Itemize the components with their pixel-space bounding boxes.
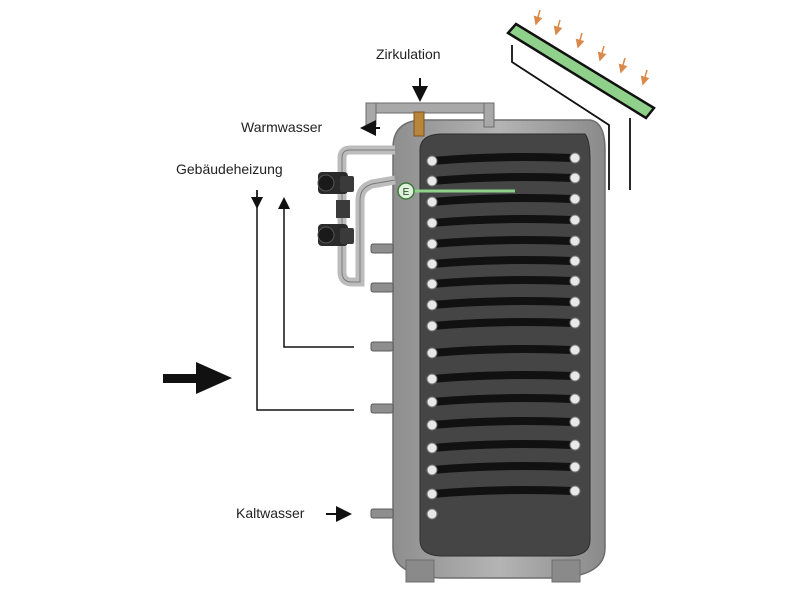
heat-exchanger-coils xyxy=(426,152,581,520)
coil-end-right xyxy=(569,275,581,287)
top-pipework xyxy=(365,102,495,137)
label-kaltwasser: Kaltwasser xyxy=(236,505,305,521)
sun-rays xyxy=(533,9,650,86)
coil-end-left xyxy=(426,464,438,476)
coil-winding xyxy=(432,194,572,206)
coil-end-left xyxy=(426,278,438,290)
solar-collector-icon xyxy=(506,22,656,190)
coil-winding xyxy=(432,462,572,474)
coil-winding xyxy=(432,256,572,268)
coil-end-right xyxy=(569,152,581,164)
tank-connections xyxy=(370,243,394,519)
coil-end-right xyxy=(569,214,581,226)
coil-end-left xyxy=(426,258,438,270)
coil-winding xyxy=(432,236,572,248)
heating-flow-line xyxy=(256,190,354,411)
coil-end-left xyxy=(426,347,438,359)
label-gebaeudeheizung: Gebäudeheizung xyxy=(176,161,283,177)
coil-end-left xyxy=(426,175,438,187)
pump-valve-icon xyxy=(317,172,354,194)
sun-ray-arrow-icon xyxy=(533,9,543,26)
coil-winding xyxy=(432,215,572,227)
sun-ray-arrow-icon xyxy=(618,57,628,74)
coil-end-right xyxy=(569,439,581,451)
coil-end-right xyxy=(569,370,581,382)
coil-end-left xyxy=(426,373,438,385)
sensor-label: E xyxy=(403,187,410,198)
coil-end-left xyxy=(426,299,438,311)
coil-end-left xyxy=(426,419,438,431)
coil-winding xyxy=(432,417,572,429)
big-flow-arrow-icon xyxy=(163,362,232,394)
coil-end-left xyxy=(426,488,438,500)
temperature-sensor-icon: E xyxy=(397,182,515,200)
coil-end-right xyxy=(569,172,581,184)
coil-end-left xyxy=(426,217,438,229)
coil-end-right xyxy=(569,235,581,247)
coil-winding xyxy=(432,394,572,406)
coil-winding xyxy=(432,276,572,288)
coil-end-right xyxy=(569,416,581,428)
sun-ray-arrow-icon xyxy=(597,45,607,62)
pump-valve-icon xyxy=(317,224,354,246)
label-warmwasser: Warmwasser xyxy=(241,119,323,135)
coil-end-right xyxy=(569,255,581,267)
coil-end-left xyxy=(426,442,438,454)
coil-end-left xyxy=(426,238,438,250)
coil-end-left xyxy=(426,320,438,332)
coil-end-right xyxy=(569,344,581,356)
heating-circuit xyxy=(337,145,396,287)
coil-end-right xyxy=(569,317,581,329)
sun-ray-arrow-icon xyxy=(640,69,650,86)
coil-end-right xyxy=(569,193,581,205)
coil-winding xyxy=(432,345,572,357)
coil-end-right xyxy=(569,393,581,405)
coil-winding xyxy=(432,153,572,165)
brass-fitting xyxy=(413,111,425,137)
coil-end-left xyxy=(426,155,438,167)
sun-ray-arrow-icon xyxy=(553,19,563,36)
coil-end-right xyxy=(569,461,581,473)
flow-arrows xyxy=(163,78,428,522)
coil-winding xyxy=(432,371,572,383)
coil-winding xyxy=(432,318,572,330)
sun-ray-arrow-icon xyxy=(575,32,585,49)
coil-winding xyxy=(432,297,572,309)
heating-return-line xyxy=(278,197,354,348)
label-zirkulation: Zirkulation xyxy=(376,46,441,62)
coil-winding xyxy=(432,486,572,498)
coil-end-left xyxy=(426,396,438,408)
coil-end-right xyxy=(569,296,581,308)
coil-end-right xyxy=(569,485,581,497)
coil-winding xyxy=(432,173,572,185)
valve-body xyxy=(336,200,350,218)
coil-end-left xyxy=(426,508,438,520)
coil-end-left xyxy=(426,196,438,208)
coil-winding xyxy=(432,440,572,452)
